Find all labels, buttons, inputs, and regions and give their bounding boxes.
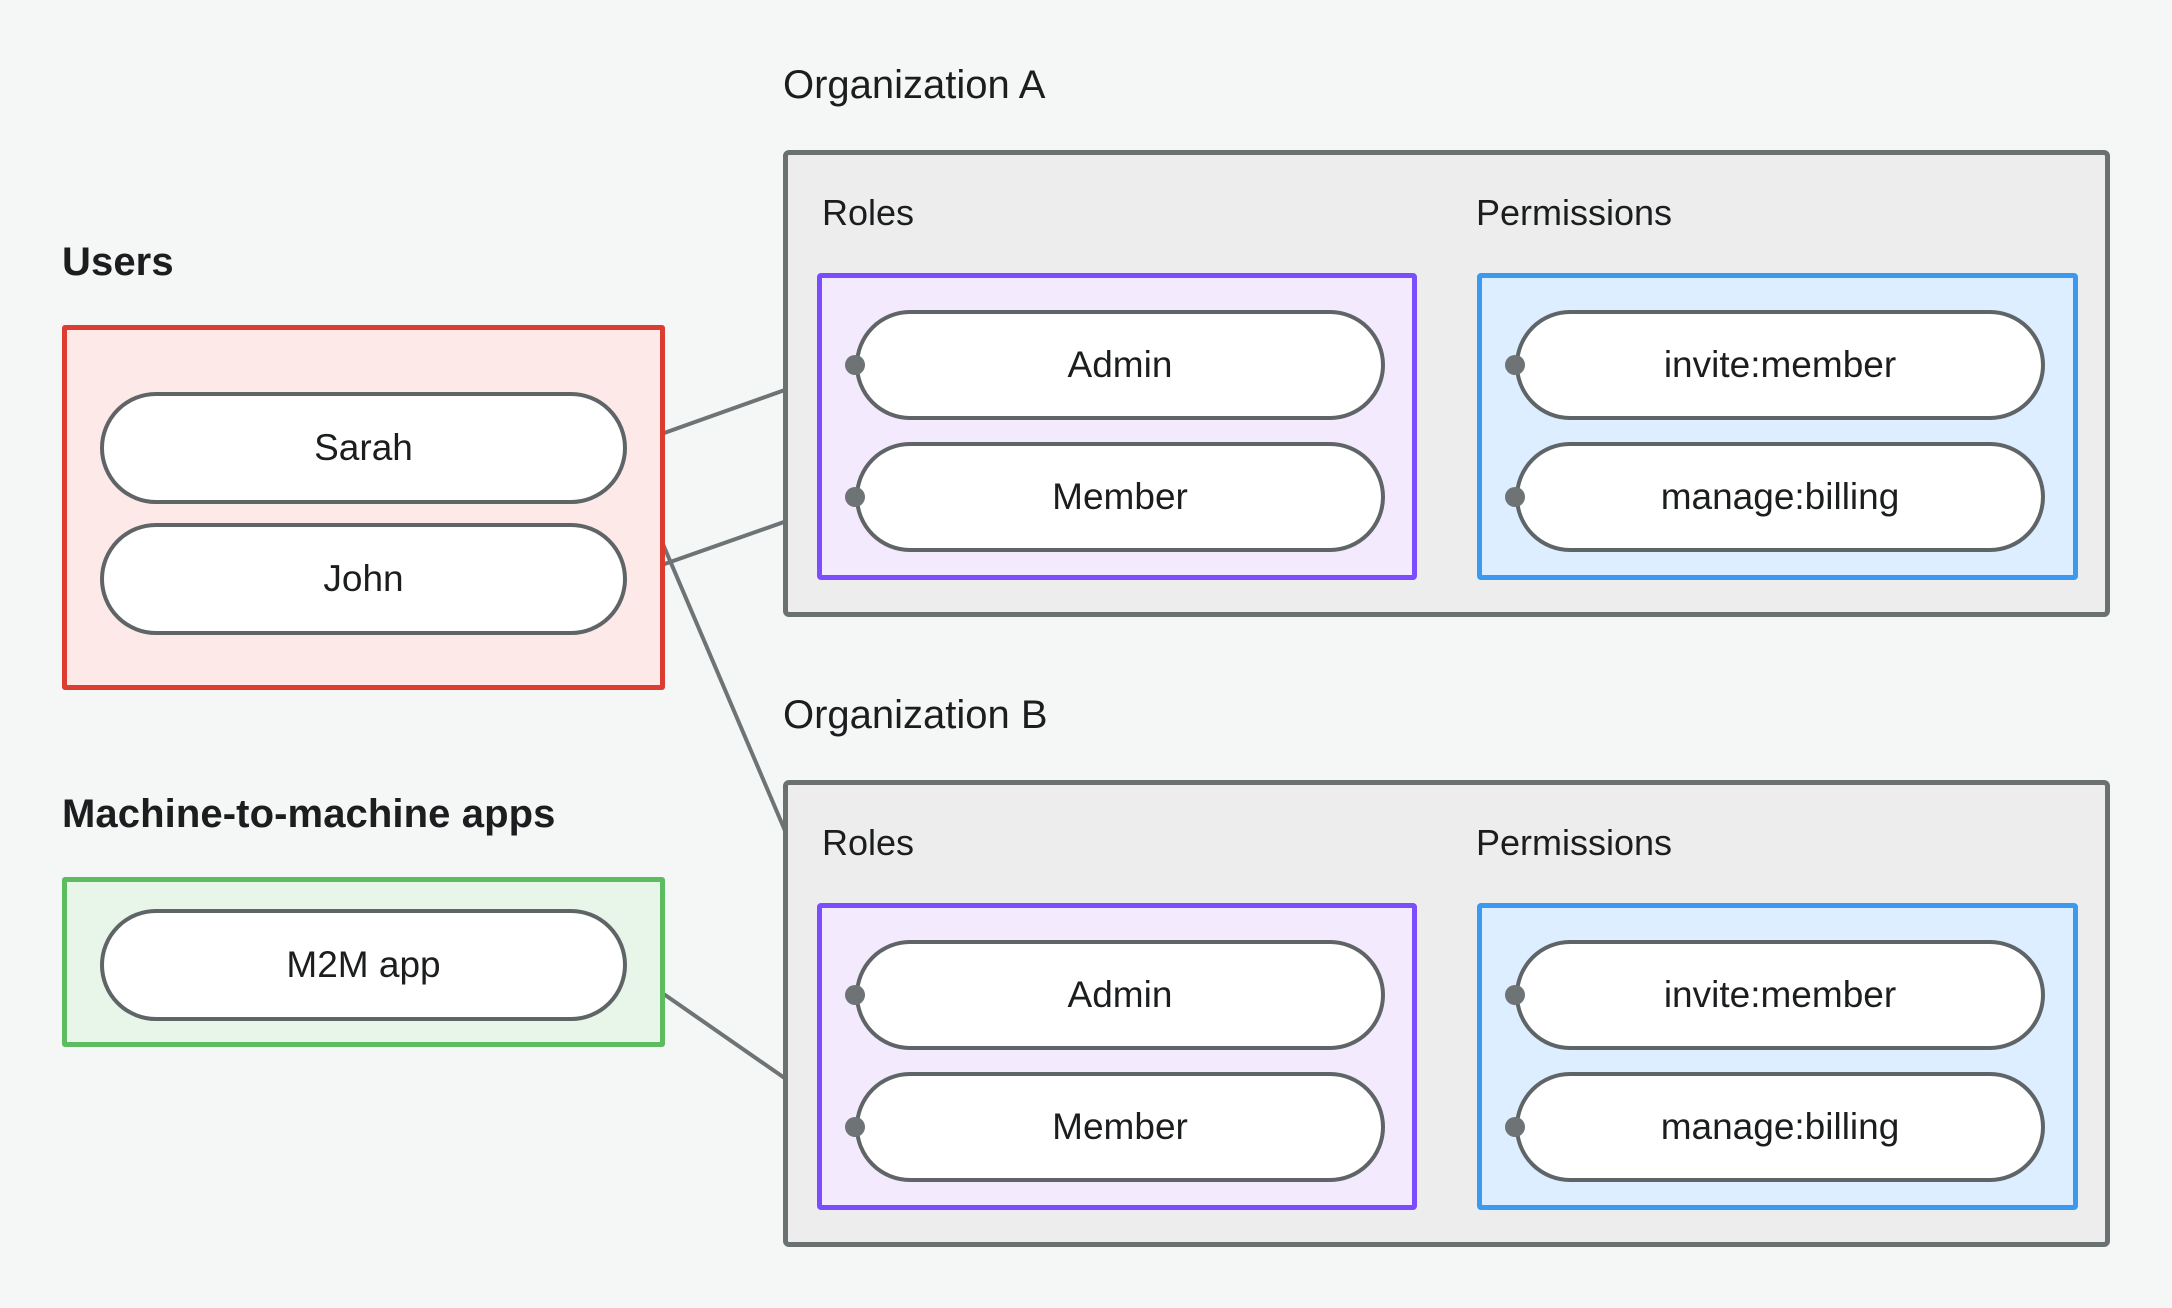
organization-b-role-admin-label: Admin <box>1067 974 1173 1015</box>
organization-a-title: Organization A <box>783 63 1046 107</box>
organization-b-permissions-label: Permissions <box>1476 822 1673 863</box>
users-group-box <box>62 325 665 690</box>
organization-b-role-admin-anchor <box>845 985 865 1005</box>
organization-b-role-member-anchor <box>845 1117 865 1137</box>
organization-a-permission-invite-member[interactable]: invite:member <box>1515 310 2045 420</box>
organization-b-role-member[interactable]: Member <box>855 1072 1385 1182</box>
user-node-sarah[interactable]: Sarah <box>100 392 627 504</box>
organization-a-role-admin[interactable]: Admin <box>855 310 1385 420</box>
organization-a-role-member-label: Member <box>1052 476 1188 517</box>
organization-a-permission-manage-billing-anchor <box>1505 487 1525 507</box>
organization-a-permission-invite-member-anchor <box>1505 355 1525 375</box>
user-node-john[interactable]: John <box>100 523 627 635</box>
organization-b-permission-manage-billing[interactable]: manage:billing <box>1515 1072 2045 1182</box>
machines-group-label: Machine-to-machine apps <box>62 792 556 836</box>
organization-b-permission-manage-billing-label: manage:billing <box>1660 1106 1900 1147</box>
organization-b-permission-invite-member-label: invite:member <box>1663 974 1897 1015</box>
organization-a-role-member-anchor <box>845 487 865 507</box>
organization-b-role-admin[interactable]: Admin <box>855 940 1385 1050</box>
organization-a-permission-manage-billing[interactable]: manage:billing <box>1515 442 2045 552</box>
user-node-sarah-label: Sarah <box>314 427 413 468</box>
organization-a-permission-invite-member-label: invite:member <box>1663 344 1897 385</box>
organization-b-roles-label: Roles <box>822 822 915 863</box>
organization-b-permission-invite-member[interactable]: invite:member <box>1515 940 2045 1050</box>
organization-a-role-member[interactable]: Member <box>855 442 1385 552</box>
user-node-john-label: John <box>323 558 404 599</box>
organization-b-permission-manage-billing-anchor <box>1505 1117 1525 1137</box>
organization-a-roles-label: Roles <box>822 192 915 233</box>
organization-a-permission-manage-billing-label: manage:billing <box>1660 476 1900 517</box>
machine-node-m2m-app[interactable]: M2M app <box>100 909 627 1021</box>
organization-a-permissions-label: Permissions <box>1476 192 1673 233</box>
organization-a-role-admin-label: Admin <box>1067 344 1173 385</box>
organization-b-permission-invite-member-anchor <box>1505 985 1525 1005</box>
machine-node-m2m-app-label: M2M app <box>286 944 441 985</box>
organization-b-role-member-label: Member <box>1052 1106 1188 1147</box>
organization-a-role-admin-anchor <box>845 355 865 375</box>
organization-b-title: Organization B <box>783 693 1048 737</box>
users-group-label: Users <box>62 240 174 284</box>
